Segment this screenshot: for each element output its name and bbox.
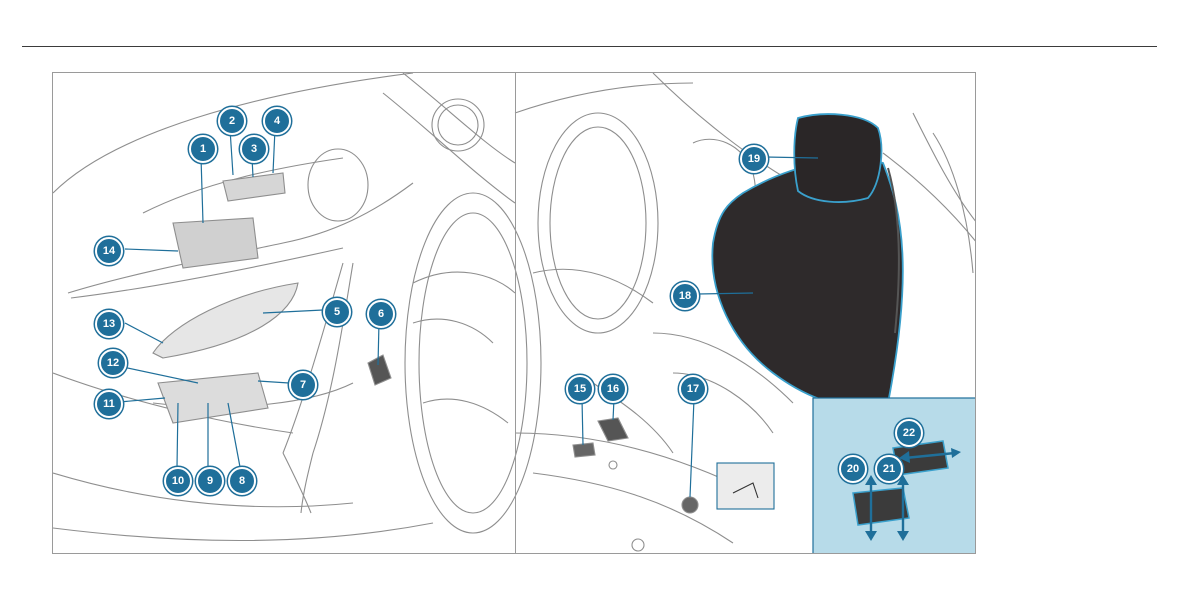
callout-16-label: 16 [601, 377, 625, 401]
callout-18-label: 18 [673, 284, 697, 308]
callout-5: 5 [323, 298, 351, 326]
callout-9-label: 9 [198, 469, 222, 493]
callout-12-label: 12 [101, 351, 125, 375]
callout-19-label: 19 [742, 147, 766, 171]
callout-1-label: 1 [191, 137, 215, 161]
callout-20: 20 [839, 455, 867, 483]
callout-4: 4 [263, 107, 291, 135]
callout-9: 9 [196, 467, 224, 495]
callout-8-label: 8 [230, 469, 254, 493]
callout-7: 7 [289, 371, 317, 399]
mirror-vent [432, 99, 484, 151]
callout-20-label: 20 [841, 457, 865, 481]
callout-7-label: 7 [291, 373, 315, 397]
speaker-ring [308, 149, 368, 221]
callout-10: 10 [164, 467, 192, 495]
callout-10-label: 10 [166, 469, 190, 493]
callout-22: 22 [895, 419, 923, 447]
callout-14: 14 [95, 237, 123, 265]
header-rule [22, 46, 1157, 47]
callout-11: 11 [95, 390, 123, 418]
panel-divider [515, 73, 516, 553]
callout-15: 15 [566, 375, 594, 403]
callout-6-label: 6 [369, 302, 393, 326]
callout-3-label: 3 [242, 137, 266, 161]
callout-4-label: 4 [265, 109, 289, 133]
callout-12: 12 [99, 349, 127, 377]
callout-18: 18 [671, 282, 699, 310]
callout-17: 17 [679, 375, 707, 403]
callout-6: 6 [367, 300, 395, 328]
callout-2-label: 2 [220, 109, 244, 133]
callout-22-label: 22 [897, 421, 921, 445]
callout-16: 16 [599, 375, 627, 403]
callout-5-label: 5 [325, 300, 349, 324]
callout-13: 13 [95, 310, 123, 338]
callout-3: 3 [240, 135, 268, 163]
callout-8: 8 [228, 467, 256, 495]
callout-2: 2 [218, 107, 246, 135]
callout-14-label: 14 [97, 239, 121, 263]
callout-17-label: 17 [681, 377, 705, 401]
steering-wheel-left [405, 193, 541, 533]
callout-11-label: 11 [97, 392, 121, 416]
callout-1: 1 [189, 135, 217, 163]
callout-21: 21 [875, 455, 903, 483]
vehicle-interior-diagram: 1 2 3 4 5 6 7 8 9 10 11 12 13 14 15 16 1… [52, 72, 976, 554]
callout-13-label: 13 [97, 312, 121, 336]
callout-15-label: 15 [568, 377, 592, 401]
steering-wheel-right [533, 113, 658, 333]
callout-19: 19 [740, 145, 768, 173]
callout-21-label: 21 [877, 457, 901, 481]
